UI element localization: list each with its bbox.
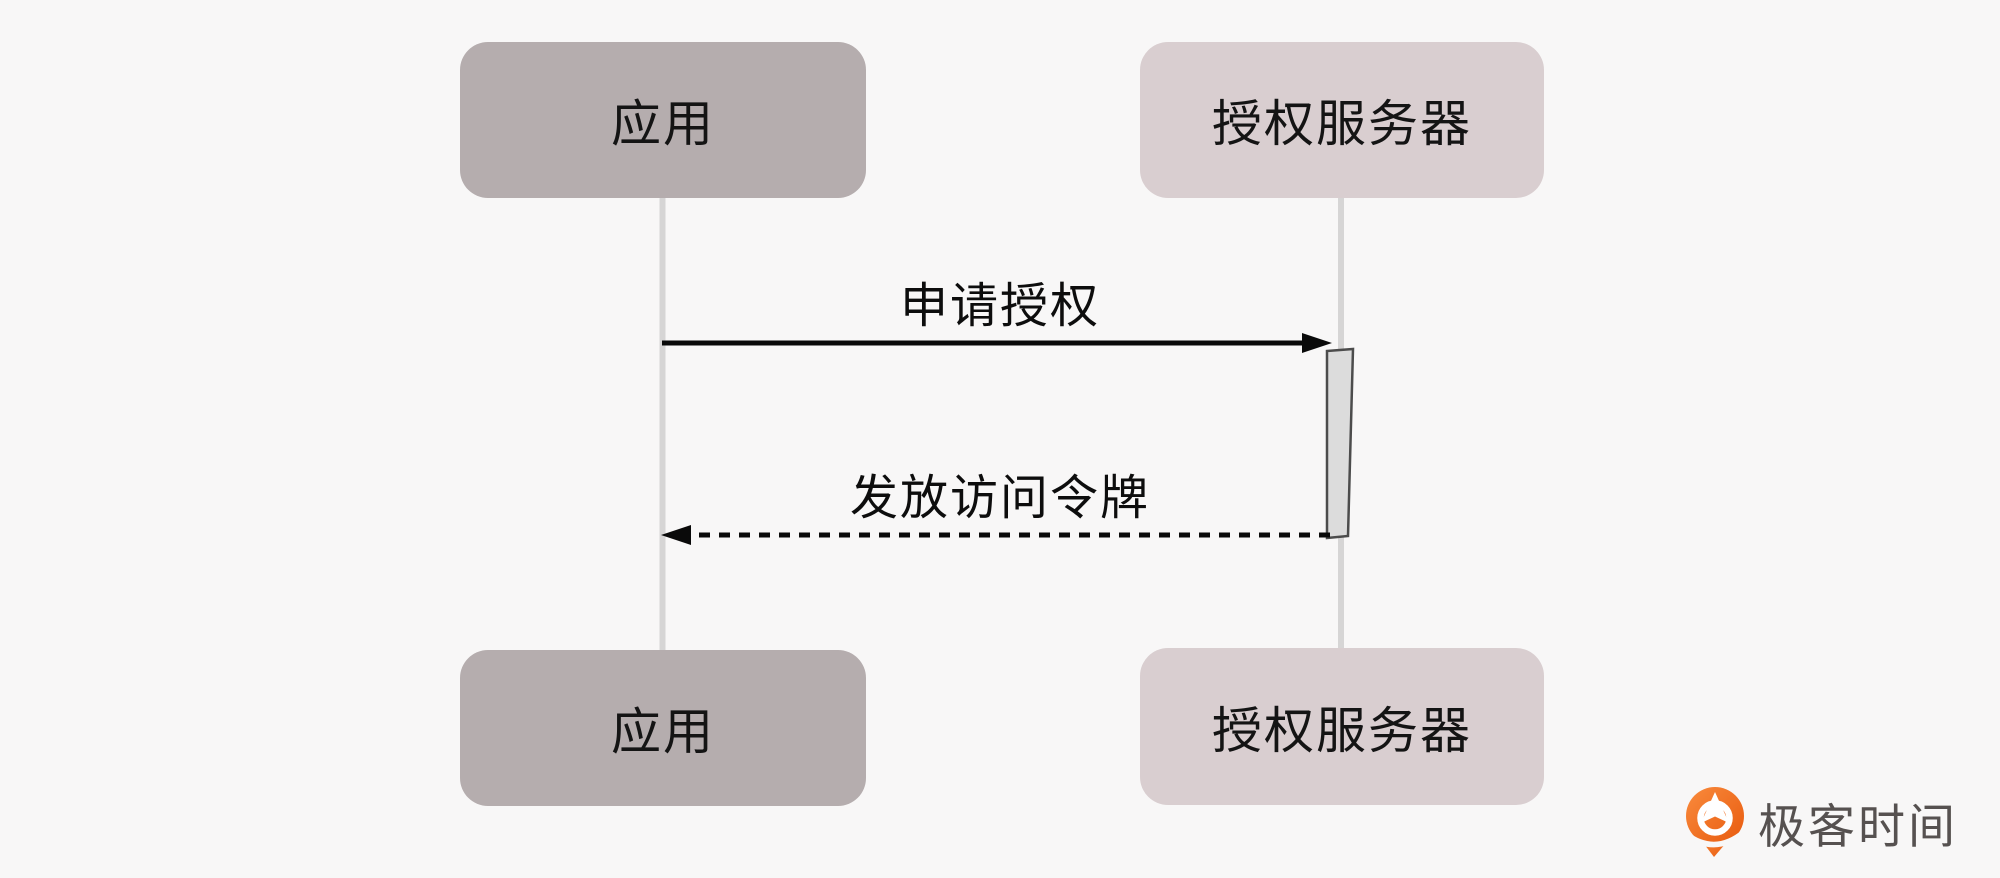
message-arrow-token (661, 525, 1330, 545)
actor-box-app-bottom: 应用 (460, 650, 866, 806)
actor-box-auth-server-bottom: 授权服务器 (1140, 648, 1544, 805)
activation-bar (1325, 347, 1355, 540)
geektime-logo-text: 极客时间 (1758, 799, 1958, 853)
message-label-request: 申请授权 (899, 280, 1100, 333)
geektime-logo-icon (1684, 787, 1746, 857)
geektime-logo: 极客时间 (1684, 786, 1958, 858)
message-arrow-request (662, 333, 1332, 353)
actor-box-app-top: 应用 (460, 42, 866, 198)
message-label-token: 发放访问令牌 (849, 472, 1150, 525)
actor-box-auth-server-top: 授权服务器 (1140, 42, 1544, 198)
